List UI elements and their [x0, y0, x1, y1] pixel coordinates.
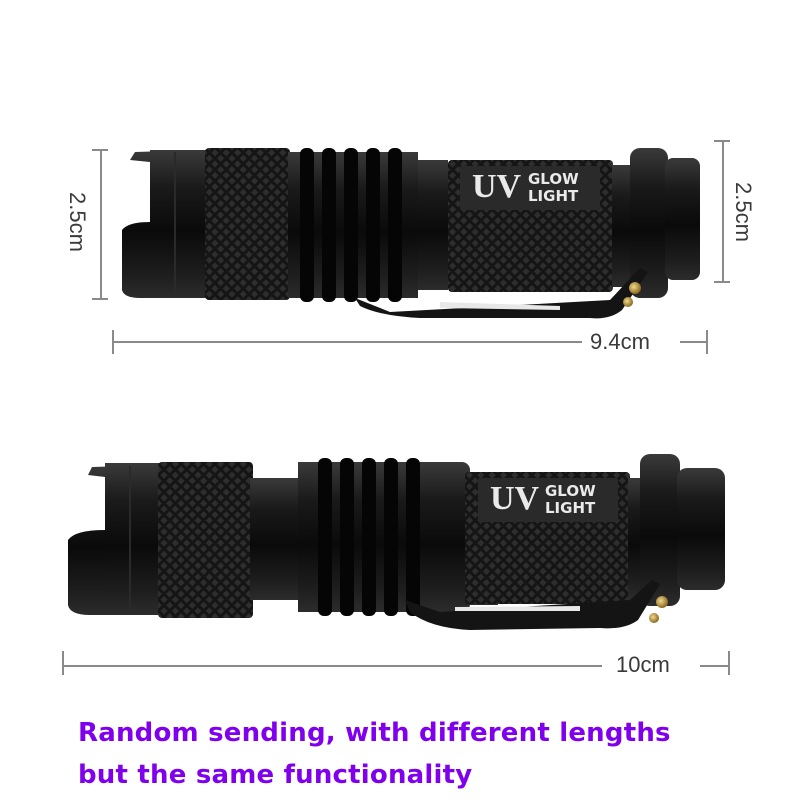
label-plate: [460, 166, 600, 210]
dimension-line-horizontal: [680, 341, 707, 343]
label-plate-bottom: [478, 478, 618, 522]
knurled-ring: [205, 148, 290, 300]
clip-screw: [656, 596, 668, 608]
light-text-bottom: LIGHT: [545, 499, 596, 517]
dimension-line-horizontal: [700, 665, 729, 667]
caption-line-2: but the same functionality: [78, 760, 473, 790]
dimension-line-horizontal: [112, 341, 582, 343]
glow-text-bottom: GLOW: [545, 482, 596, 500]
dimension-line-vertical: [722, 140, 724, 282]
light-text: LIGHT: [528, 187, 579, 205]
length-label-bottom: 10cm: [616, 652, 670, 677]
uv-logo: UV: [472, 168, 522, 205]
knurled-ring-bottom: [158, 462, 253, 618]
clip-screw: [623, 297, 633, 307]
pocket-clip: [355, 268, 648, 319]
height-label-left: 2.5cm: [65, 192, 90, 252]
uv-logo-bottom: UV: [490, 480, 540, 517]
dimension-line-vertical: [100, 149, 102, 299]
clip-screw: [649, 613, 659, 623]
clip-screw: [629, 282, 641, 294]
glow-text: GLOW: [528, 170, 579, 188]
length-label-top: 9.4cm: [590, 329, 650, 354]
height-label-right: 2.5cm: [731, 182, 756, 242]
dimension-tick: [92, 298, 108, 300]
dimension-tick: [706, 330, 708, 354]
dimension-tick: [62, 651, 64, 675]
dimension-tick: [728, 651, 730, 675]
dimension-tick: [714, 281, 730, 283]
dimension-line-horizontal: [62, 665, 602, 667]
pocket-clip-bottom: [405, 580, 660, 630]
caption-line-1: Random sending, with different lengths: [78, 718, 671, 748]
